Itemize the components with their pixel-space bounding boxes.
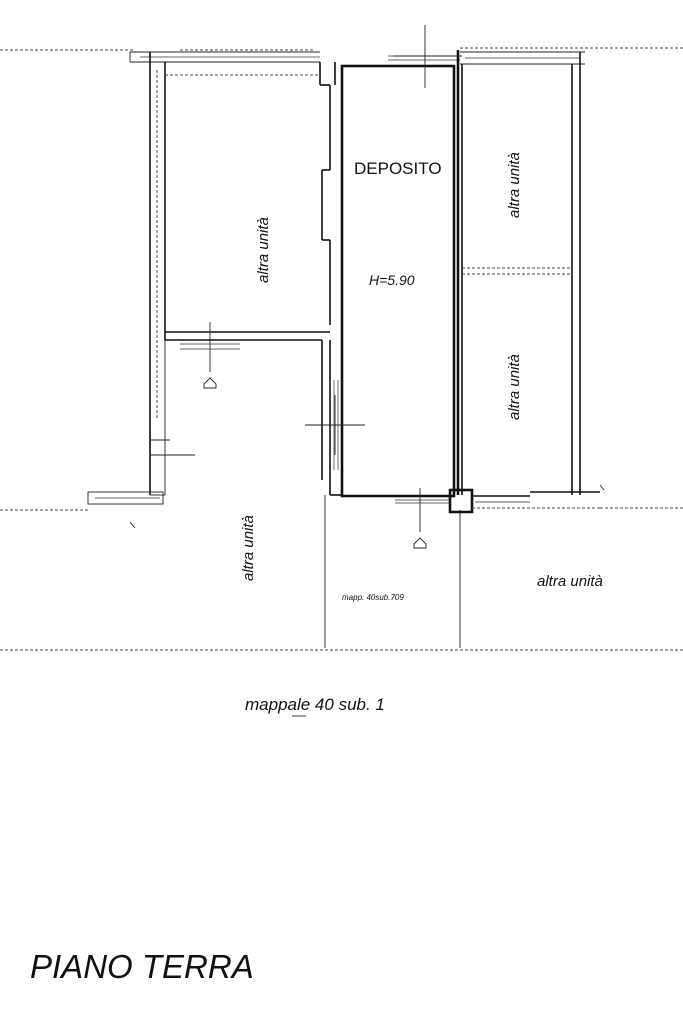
entry-arrow-icon [413, 488, 427, 549]
section-marker-mid [305, 395, 365, 455]
left-lower-boundary [0, 439, 195, 511]
right-column-walls [448, 50, 683, 514]
deposito-walls [321, 62, 456, 504]
deposito-label: DEPOSITO [354, 159, 442, 178]
neighbor-label-bottom-left: altra unità [240, 515, 257, 581]
top-wall-hatch [140, 55, 580, 61]
neighbor-label-top-right: altra unità [506, 152, 523, 218]
top-boundary [0, 47, 683, 65]
courtyard-note: mapp. 40sub.709 [342, 593, 404, 602]
deposito-height: H=5.90 [369, 272, 415, 288]
neighbor-label-mid-right: altra unità [506, 354, 523, 420]
courtyard-strip [324, 495, 461, 648]
neighbor-label-bottom-right: altra unità [537, 573, 603, 590]
neighbor-label-left-room: altra unità [255, 217, 272, 283]
stray-marks [129, 484, 605, 717]
parcel-label: mappale 40 sub. 1 [245, 695, 385, 714]
left-room-walls [165, 62, 331, 350]
section-marker-top [393, 25, 462, 88]
section-marker-left [203, 322, 217, 389]
floor-title: PIANO TERRA [30, 948, 254, 985]
left-column-wall [129, 52, 166, 495]
